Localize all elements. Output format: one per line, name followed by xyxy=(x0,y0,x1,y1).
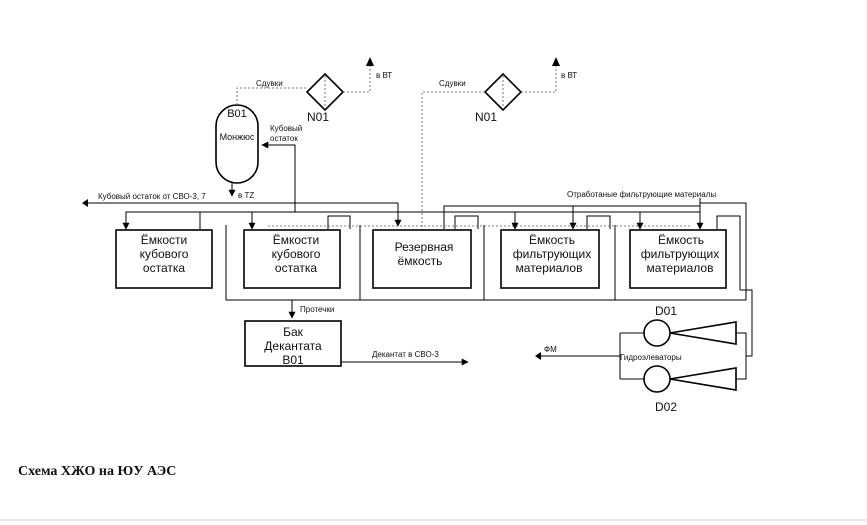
monjus-b01: B01 Монжюс xyxy=(215,104,259,184)
svg-text:Ёмкость: Ёмкость xyxy=(658,233,704,247)
decantate-label: Декантат в СВО-3 xyxy=(372,350,439,359)
svg-text:фильтрующих: фильтрующих xyxy=(513,247,592,261)
decant-tank-b01: Бак Декантата B01 xyxy=(244,320,342,367)
bottoms-header-arrow xyxy=(82,199,88,207)
bottoms-from-label: Кубовый остаток от СВО-3, 7 xyxy=(98,192,206,201)
monjus-tag: B01 xyxy=(227,108,247,120)
ejector-d02 xyxy=(643,365,737,393)
tank-reserve: Резервная ёмкость xyxy=(372,229,472,289)
vent-arrow-1 xyxy=(366,57,374,66)
svg-text:Ёмкость: Ёмкость xyxy=(529,233,575,247)
svg-text:Бак: Бак xyxy=(283,325,304,339)
diagram-caption: Схема ХЖО на ЮУ АЭС xyxy=(18,464,176,479)
monjus-vent-line xyxy=(236,87,308,105)
vent-target-1: в ВТ xyxy=(376,71,392,80)
vent-arrow-2 xyxy=(552,57,560,66)
leaks-label: Протечки xyxy=(300,305,334,314)
fm-arrow xyxy=(535,352,541,360)
vent-label-1: Сдувки xyxy=(256,79,283,88)
bottoms-return-label-1: Кубовый xyxy=(270,124,302,133)
svg-text:Резервная: Резервная xyxy=(395,240,454,254)
svg-text:Ёмкости: Ёмкости xyxy=(141,233,188,247)
tank-filter-2: Ёмкость фильтрующих материалов xyxy=(629,229,727,289)
svg-text:кубового: кубового xyxy=(272,247,321,261)
reserve-vent-line xyxy=(421,91,485,230)
monjus-outlet-label: в TZ xyxy=(238,191,254,200)
spent-filter-label: Отработаные фильтрующие материалы xyxy=(567,190,716,199)
svg-text:Ёмкости: Ёмкости xyxy=(273,233,320,247)
fm-label: ФМ xyxy=(544,345,557,354)
monjus-name: Монжюс xyxy=(220,132,255,142)
filter-tag-1: N01 xyxy=(307,110,329,124)
ejector-tag-top: D01 xyxy=(655,304,677,318)
svg-text:материалов: материалов xyxy=(516,261,583,275)
svg-text:Декантата: Декантата xyxy=(264,339,322,353)
svg-text:остатка: остатка xyxy=(143,261,185,275)
filter-n01-left: N01 xyxy=(305,72,345,124)
filter-2-vent-out xyxy=(521,63,557,93)
filter-tag-2: N01 xyxy=(475,110,497,124)
filter-n01-right: N01 xyxy=(475,72,523,124)
ejector-d01 xyxy=(643,319,737,347)
vent-label-2: Сдувки xyxy=(439,79,466,88)
ejector-piping xyxy=(541,289,753,380)
svg-text:B01: B01 xyxy=(282,353,304,367)
svg-text:остатка: остатка xyxy=(275,261,317,275)
svg-text:фильтрующих: фильтрующих xyxy=(641,247,720,261)
ejector-label: Гидроэлеваторы xyxy=(620,353,682,362)
svg-text:материалов: материалов xyxy=(647,261,714,275)
bottoms-return-line xyxy=(261,141,296,212)
tank-bottoms-2: Ёмкости кубового остатка xyxy=(243,229,341,289)
distribution-piping xyxy=(122,198,747,301)
svg-text:кубового: кубового xyxy=(140,247,189,261)
tank-bottoms-1: Ёмкости кубового остатка xyxy=(115,229,213,289)
bottoms-return-label-2: остаток xyxy=(270,134,298,143)
vent-target-2: в ВТ xyxy=(561,71,577,80)
tank-filter-1: Ёмкость фильтрующих материалов xyxy=(500,229,600,289)
filter-1-vent-out xyxy=(343,63,371,93)
svg-text:ёмкость: ёмкость xyxy=(398,254,443,268)
ejector-tag-bottom: D02 xyxy=(655,400,677,414)
